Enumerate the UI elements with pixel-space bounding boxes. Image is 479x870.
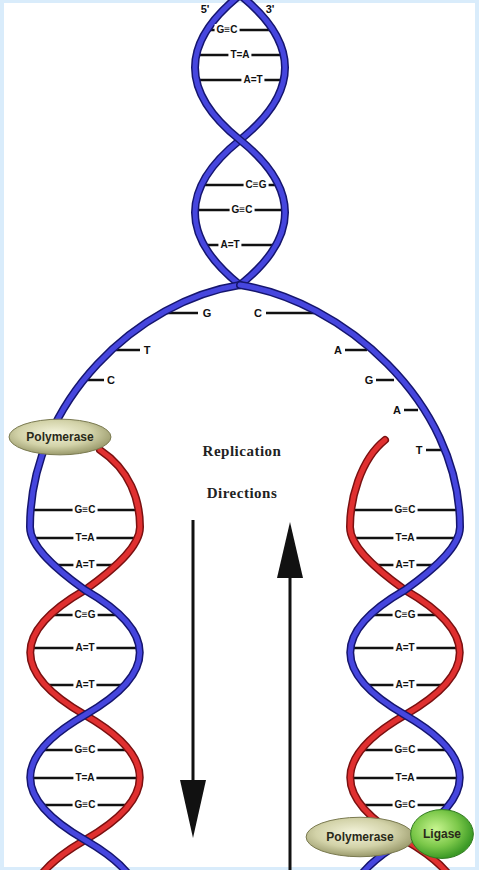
enzyme-ellipse: Polymerase	[305, 816, 415, 858]
base-pair-label: G≡C	[393, 744, 418, 756]
base-letter: G	[365, 375, 374, 386]
new-strands	[30, 440, 460, 870]
base-letter: G	[203, 308, 212, 319]
direction-arrows	[180, 520, 303, 870]
enzyme-shape	[9, 419, 111, 455]
base-pair-label: A=T	[393, 642, 416, 654]
base-pair-label: G≡C	[73, 504, 98, 516]
base-pair-label: G≡C	[393, 504, 418, 516]
base-pair-label: A=T	[393, 679, 416, 691]
base-pair-label: G≡C	[73, 799, 98, 811]
base-pair-label: A=T	[241, 74, 264, 86]
base-pair-label: T=A	[73, 772, 96, 784]
base-pair-label: G≡C	[393, 799, 418, 811]
base-pair-label: G≡C	[73, 744, 98, 756]
strand-end-label: 5'	[201, 4, 210, 15]
base-pair-label: G≡C	[230, 204, 255, 216]
enzyme-ellipse: Polymerase	[8, 418, 112, 456]
base-pair-label: A=T	[218, 239, 241, 251]
base-letter: A	[334, 345, 342, 356]
enzyme-shape	[411, 810, 474, 859]
enzyme-name: Polymerase	[26, 430, 93, 444]
base-letter: T	[144, 345, 151, 356]
enzyme-name: Polymerase	[326, 830, 393, 844]
base-pair-label: G≡C	[215, 24, 240, 36]
base-pair-label: C≡G	[393, 609, 418, 621]
base-letter: C	[107, 375, 115, 386]
base-pair-label: A=T	[73, 679, 96, 691]
base-letter: A	[393, 405, 401, 416]
strand-end-label: 3'	[266, 4, 275, 15]
base-pair-label: T=A	[228, 49, 251, 61]
base-pair-label: C≡G	[244, 179, 269, 191]
base-pair-label: T=A	[393, 772, 416, 784]
base-pair-label: A=T	[393, 559, 416, 571]
base-pair-label: T=A	[393, 532, 416, 544]
base-pair-label: A=T	[73, 559, 96, 571]
base-letter: C	[254, 308, 262, 319]
base-letter: T	[416, 445, 423, 456]
enzyme-name: Ligase	[423, 827, 461, 841]
direction-label: Replication Directions	[186, 430, 298, 514]
base-pair-label: C≡G	[73, 609, 98, 621]
enzyme-shape	[306, 817, 414, 856]
base-pair-label: A=T	[73, 642, 96, 654]
base-pair-label: T=A	[73, 532, 96, 544]
enzyme-circle: Ligase	[410, 808, 474, 860]
